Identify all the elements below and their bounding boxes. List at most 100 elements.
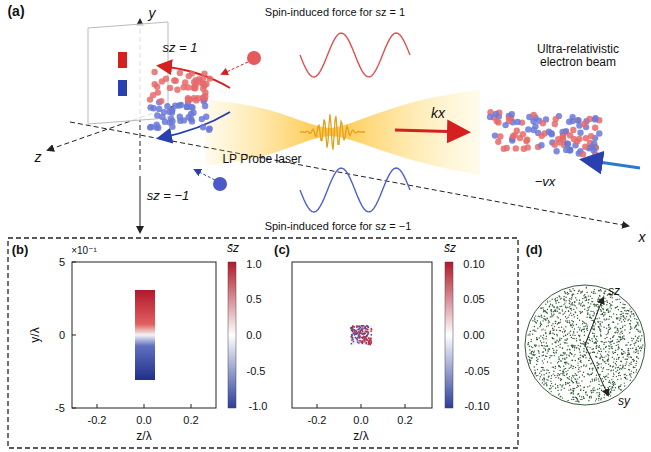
- spin-dot: [558, 341, 559, 342]
- spin-dot: [566, 340, 567, 341]
- spin-dot: [584, 328, 585, 329]
- spin-dot: [550, 331, 551, 332]
- spin-dot: [630, 344, 631, 345]
- noise-dot: [354, 333, 356, 335]
- spin-dot: [531, 351, 532, 352]
- spin-dot: [535, 373, 536, 374]
- spin-dot: [606, 309, 607, 310]
- spin-dot: [624, 352, 625, 353]
- spin-dot: [596, 356, 597, 357]
- spin-dot: [624, 368, 625, 369]
- spin-dot: [569, 349, 570, 350]
- spin-dot: [600, 353, 601, 354]
- noise-dot: [363, 325, 365, 327]
- spin-dot: [577, 318, 578, 319]
- spin-dot: [531, 352, 532, 353]
- spin-dot: [570, 308, 571, 309]
- noise-dot: [359, 340, 361, 342]
- spin-dot: [565, 297, 566, 298]
- spin-dot: [580, 305, 581, 306]
- spin-dot: [630, 356, 631, 357]
- spin-dot: [561, 360, 562, 361]
- spin-dot: [625, 363, 626, 364]
- spin-dot: [629, 323, 630, 324]
- spin-dot: [610, 310, 611, 311]
- spin-dot: [633, 351, 634, 352]
- figure-label: LP Probe laser: [222, 153, 301, 166]
- spin-dot: [624, 304, 625, 305]
- spin-dot: [534, 354, 535, 355]
- spin-dot: [562, 358, 563, 359]
- spin-dot: [586, 324, 587, 325]
- spin-dot: [605, 351, 606, 352]
- spin-dot: [592, 311, 593, 312]
- spin-dot: [566, 307, 567, 308]
- spin-dot: [565, 384, 566, 385]
- spin-dot: [567, 349, 568, 350]
- spin-dot: [612, 348, 613, 349]
- electron-dot: [147, 104, 153, 110]
- spin-dot: [577, 362, 578, 363]
- spin-dot: [572, 344, 573, 345]
- spin-dot: [600, 331, 601, 332]
- spin-dot: [605, 342, 606, 343]
- spin-dot: [559, 306, 560, 307]
- spin-dot: [581, 399, 582, 400]
- spin-dot: [593, 348, 594, 349]
- spin-dot: [565, 362, 566, 363]
- spin-dot: [573, 390, 574, 391]
- spin-dot: [611, 387, 612, 388]
- spin-dot: [626, 359, 627, 360]
- figure-label: y/λ: [29, 327, 42, 342]
- spin-dot: [595, 377, 596, 378]
- spin-dot: [636, 363, 637, 364]
- spin-dot: [564, 331, 565, 332]
- spin-dot: [580, 385, 581, 386]
- spin-dot: [572, 390, 573, 391]
- spin-dot: [563, 366, 564, 367]
- spin-dot: [582, 306, 583, 307]
- spin-dot: [601, 341, 602, 342]
- spin-dot: [594, 293, 595, 294]
- spin-dot: [603, 348, 604, 349]
- spin-dot: [592, 368, 593, 369]
- spin-dot: [629, 332, 630, 333]
- spin-dot: [592, 333, 593, 334]
- spin-dot: [607, 359, 608, 360]
- noise-dot: [370, 344, 372, 346]
- spin-dot: [561, 338, 562, 339]
- spin-dot: [600, 329, 601, 330]
- tick: [405, 404, 406, 408]
- spin-dot: [599, 351, 600, 352]
- spin-dot: [591, 363, 592, 364]
- electron-dot: [202, 103, 208, 109]
- spin-dot: [628, 365, 629, 366]
- spin-dot: [536, 322, 537, 323]
- spin-dot: [597, 321, 598, 322]
- spin-dot: [621, 339, 622, 340]
- spin-dot: [622, 364, 623, 365]
- spin-dot: [542, 345, 543, 346]
- spin-dot: [551, 309, 552, 310]
- spin-dot: [587, 330, 588, 331]
- spin-dot: [548, 351, 549, 352]
- spin-dot: [560, 322, 561, 323]
- spin-dot: [627, 350, 628, 351]
- noise-dot: [362, 340, 364, 342]
- spin-dot: [589, 368, 590, 369]
- spin-dot: [578, 393, 579, 394]
- spin-dot: [596, 339, 597, 340]
- spin-dot: [556, 334, 557, 335]
- spin-dot: [549, 300, 550, 301]
- spin-dot: [571, 364, 572, 365]
- spin-dot: [574, 349, 575, 350]
- spin-dot: [548, 376, 549, 377]
- figure-label: 0.2: [397, 414, 412, 426]
- spin-dot: [579, 352, 580, 353]
- spin-dot: [627, 355, 628, 356]
- spin-dot: [602, 360, 603, 361]
- spin-dot: [594, 335, 595, 336]
- spin-dot: [622, 333, 623, 334]
- spin-dot: [571, 365, 572, 366]
- spin-dot: [634, 360, 635, 361]
